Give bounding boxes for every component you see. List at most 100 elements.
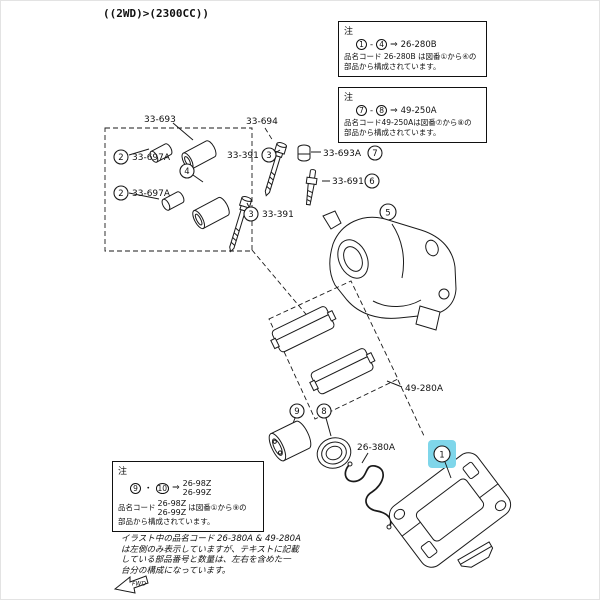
note-desc-lead: 品名コード	[118, 503, 156, 512]
bushing-small-1	[149, 143, 173, 163]
callout-number: 1	[439, 451, 444, 461]
leader-line	[172, 122, 194, 141]
note-box-26-98z: 注 9 ・ 10 ⇒ 26-98Z 26-99Z 品名コード 26-98Z 26…	[112, 461, 264, 532]
part-label-33-697a: 33-697A	[132, 153, 171, 163]
circled-number: 10	[155, 482, 170, 494]
callout-3[interactable]	[261, 147, 277, 163]
part-label-26-380a: 26-380A	[357, 443, 396, 453]
fwd-arrow: FWD	[113, 575, 149, 594]
caliper-body	[322, 210, 457, 331]
leader-line	[325, 417, 332, 437]
group-box-49-280a	[268, 280, 399, 420]
fwd-arrow-shape	[113, 575, 149, 594]
piston	[268, 420, 312, 462]
part-label-33-391: 33-391	[227, 151, 259, 161]
pad-spring	[344, 461, 392, 530]
callout-number: 3	[248, 210, 253, 220]
part-code: 26-99Z	[182, 488, 212, 497]
part-label-33-694: 33-694	[246, 117, 278, 127]
callout-number: 4	[184, 167, 189, 177]
callout-4[interactable]	[179, 163, 195, 179]
note-formula: 7 - 8 ⇒ 49-250A	[344, 103, 482, 118]
guide-pin-1	[264, 142, 288, 197]
piston-boot-ring	[316, 437, 352, 469]
circled-number: 4	[376, 39, 388, 50]
construction-line	[264, 127, 274, 142]
leader-line	[274, 149, 281, 154]
note-desc-line: 品名コード 26-280B は図番①から④の	[344, 52, 477, 61]
range-dash: -	[370, 105, 374, 116]
arrow-glyph: ⇒	[172, 483, 180, 493]
part-code: 26-99Z	[157, 508, 187, 517]
callout-1[interactable]	[433, 445, 451, 463]
note-desc-line: 品名コード 26-98Z 26-99Z は図番①から⑨の	[118, 499, 259, 517]
variant-label: ((2WD)>(2300CC))	[103, 7, 209, 20]
part-code: 26-280B	[400, 39, 437, 50]
part-label-33-691: 33-691	[332, 177, 364, 187]
footnote-line: している部品番号と数量は、左右を含めた一	[121, 555, 291, 565]
leader-line	[246, 202, 250, 208]
note-desc-tail: は図番①から⑨の	[188, 503, 247, 512]
callout-number: 8	[321, 407, 326, 417]
callout-number: 6	[369, 177, 374, 187]
part-label-33-693: 33-693	[144, 115, 176, 125]
pad-clip	[457, 541, 494, 568]
callout-number: 7	[372, 149, 377, 159]
circled-number: 7	[356, 105, 367, 116]
note-desc-line: 部品から構成されています。	[344, 128, 441, 137]
note-formula: 1 - 4 ⇒ 26-280B	[344, 37, 482, 52]
fwd-label: FWD	[132, 581, 146, 588]
note-title: 注	[344, 93, 354, 103]
callout-2[interactable]	[113, 149, 129, 165]
bushing-large-2	[192, 196, 230, 230]
bleeder-screw	[305, 169, 318, 206]
footnote: イラスト中の品名コード 26-380A & 49-280A は左側のみ表示してい…	[121, 534, 301, 576]
construction-line	[397, 379, 426, 439]
part-code: 26-98Z	[157, 499, 187, 508]
part-label-49-280a: 49-280A	[405, 384, 444, 394]
leader-line	[444, 461, 452, 479]
note-formula: 9 ・ 10 ⇒ 26-98Z 26-99Z	[118, 477, 259, 499]
note-desc-line: 部品から構成されています。	[344, 62, 441, 71]
circled-number: 1	[356, 39, 367, 50]
note-title: 注	[344, 27, 354, 37]
note-title: 注	[118, 467, 128, 477]
part-label-33-697a: 33-697A	[132, 189, 171, 199]
range-dash: ・	[144, 484, 153, 494]
part-code-pair: 26-98Z 26-99Z	[183, 479, 212, 497]
part-code: 49-250A	[400, 105, 437, 116]
footnote-line: 台分の構成になっています。	[121, 565, 231, 576]
brake-pad-2	[309, 348, 376, 395]
part-code: 26-98Z	[182, 479, 212, 488]
note-box-49-250a: 注 7 - 8 ⇒ 49-250A 品名コード49-250Aは図番⑦から⑧の 部…	[338, 87, 487, 143]
circled-number: 8	[376, 105, 388, 116]
callout-2[interactable]	[113, 185, 129, 201]
brake-pad-1	[270, 306, 337, 353]
arrow-glyph: ⇒	[390, 105, 398, 116]
note-box-26-280b: 注 1 - 4 ⇒ 26-280B 品名コード 26-280B は図番①から④の…	[338, 21, 487, 77]
callout-number: 9	[294, 407, 299, 417]
callout-number: 5	[385, 209, 390, 219]
mounting-bracket	[388, 452, 512, 568]
callout-8[interactable]	[316, 403, 332, 419]
leader-line	[192, 174, 204, 183]
arrow-glyph: ⇒	[390, 39, 398, 50]
part-code-pair: 26-98Z 26-99Z	[158, 499, 187, 517]
callout-9[interactable]	[289, 403, 305, 419]
callout-number: 3	[266, 151, 271, 161]
bleeder-cap	[297, 144, 311, 162]
range-dash: -	[370, 39, 374, 50]
callout-3[interactable]	[243, 206, 259, 222]
part-label-33-391: 33-391	[262, 210, 294, 220]
part-label-33-693a: 33-693A	[323, 149, 362, 159]
note-desc-line: 品名コード49-250Aは図番⑦から⑧の	[344, 118, 472, 127]
callout-6[interactable]	[364, 173, 380, 189]
callout-number: 2	[118, 189, 123, 199]
callout-7[interactable]	[367, 145, 383, 161]
leader-line	[361, 452, 369, 464]
bushing-small-2	[161, 191, 185, 211]
construction-line	[251, 249, 311, 320]
note-desc-line: 部品から構成されています。	[118, 517, 215, 526]
